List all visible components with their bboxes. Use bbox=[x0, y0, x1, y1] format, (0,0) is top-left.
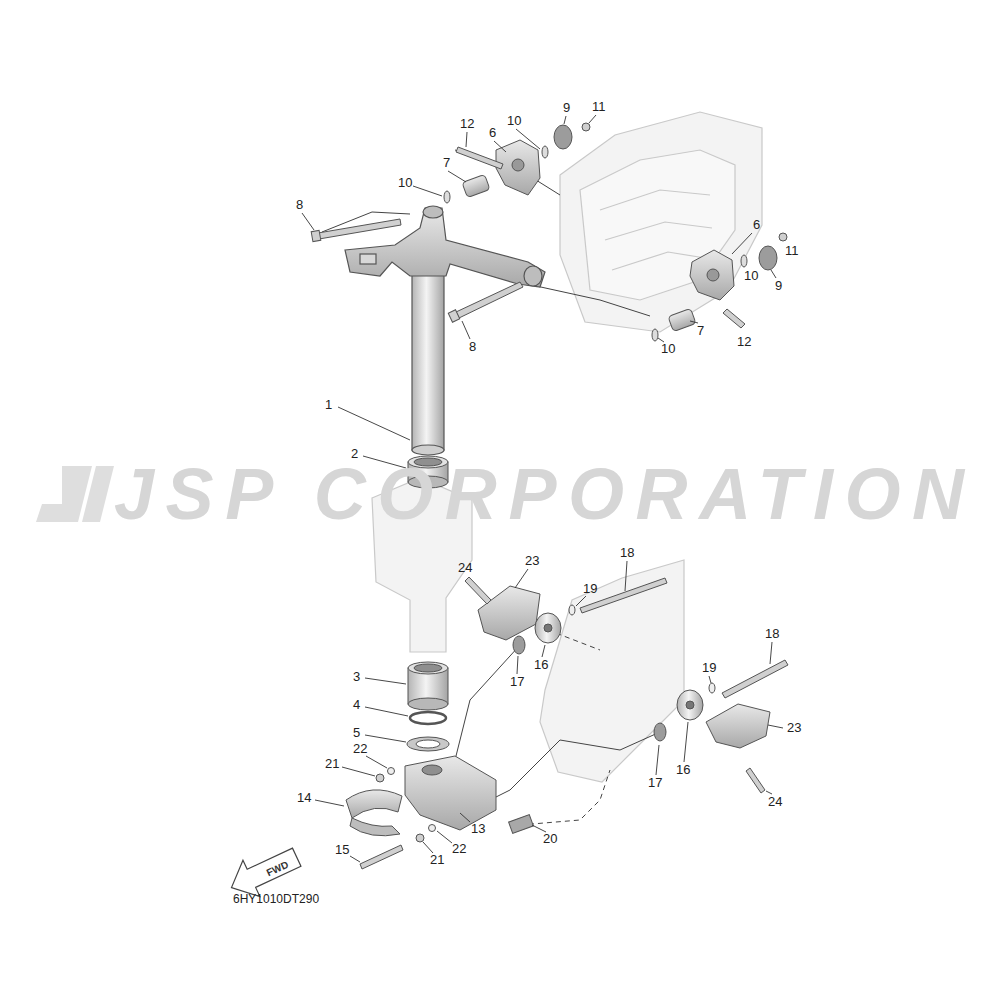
callout-number: 12 bbox=[737, 335, 751, 349]
lower-bushing bbox=[407, 662, 449, 751]
callout-number: 6 bbox=[489, 126, 496, 140]
callout-number: 22 bbox=[452, 842, 466, 856]
callout-number: 17 bbox=[510, 675, 524, 689]
callout-number: 22 bbox=[353, 742, 367, 756]
callout-number: 12 bbox=[460, 117, 474, 131]
engine-block-ghost bbox=[560, 112, 762, 332]
callout-number: 7 bbox=[443, 156, 450, 170]
callout-number: 16 bbox=[534, 658, 548, 672]
steering-shaft bbox=[345, 206, 545, 455]
bolt bbox=[311, 219, 523, 322]
callout-number: 7 bbox=[697, 324, 704, 338]
callout-number: 4 bbox=[353, 698, 360, 712]
watermark-logo bbox=[36, 466, 114, 522]
upper-mounts bbox=[444, 123, 787, 341]
callout-number: 9 bbox=[775, 279, 782, 293]
lower-bracket bbox=[346, 756, 533, 869]
callout-number: 13 bbox=[471, 822, 485, 836]
callout-number: 10 bbox=[507, 114, 521, 128]
callout-number: 23 bbox=[787, 721, 801, 735]
diagram-code: 6HY1010DT290 bbox=[233, 893, 319, 906]
callout-number: 18 bbox=[765, 627, 779, 641]
callout-number: 10 bbox=[744, 269, 758, 283]
callout-number: 24 bbox=[458, 561, 472, 575]
callout-number: 19 bbox=[583, 582, 597, 596]
callout-number: 23 bbox=[525, 554, 539, 568]
callout-number: 17 bbox=[648, 776, 662, 790]
callout-number: 18 bbox=[620, 546, 634, 560]
callout-number: 8 bbox=[296, 198, 303, 212]
callout-number: 14 bbox=[297, 791, 311, 805]
callout-number: 19 bbox=[702, 661, 716, 675]
callout-number: 6 bbox=[753, 218, 760, 232]
callout-number: 11 bbox=[785, 244, 799, 258]
callout-number: 21 bbox=[430, 853, 444, 867]
callout-number: 8 bbox=[469, 340, 476, 354]
lower-mounts bbox=[465, 577, 788, 793]
watermark: JSP CORPORATION bbox=[114, 458, 976, 530]
callout-number: 24 bbox=[768, 795, 782, 809]
callout-number: 10 bbox=[398, 176, 412, 190]
callout-number: 21 bbox=[325, 757, 339, 771]
callout-number: 10 bbox=[661, 342, 675, 356]
callout-number: 20 bbox=[543, 832, 557, 846]
callout-number: 5 bbox=[353, 726, 360, 740]
callout-number: 11 bbox=[592, 100, 606, 114]
callout-number: 15 bbox=[335, 843, 349, 857]
callout-number: 1 bbox=[325, 398, 332, 412]
callout-number: 16 bbox=[676, 763, 690, 777]
callout-number: 3 bbox=[353, 670, 360, 684]
callout-number: 9 bbox=[563, 101, 570, 115]
